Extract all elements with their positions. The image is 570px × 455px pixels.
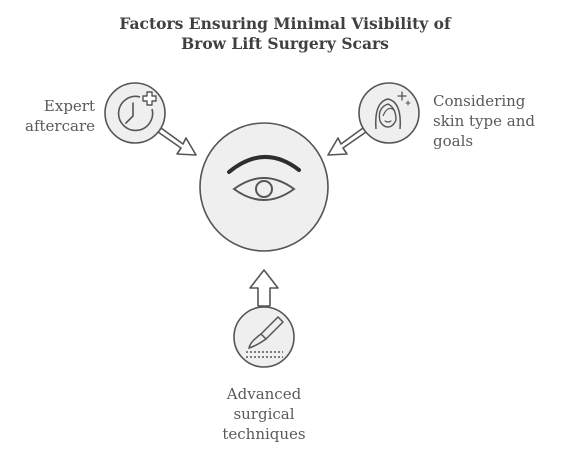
factor-skin-line-3: goals	[433, 132, 473, 150]
arrow-surgical-to-center	[249, 269, 279, 307]
factor-surgical: Advanced surgical techniques	[222, 306, 306, 443]
factor-surgical-line-3: techniques	[222, 425, 305, 443]
factor-aftercare-line-2: aftercare	[25, 117, 95, 135]
factor-surgical-line-1: Advanced	[226, 385, 302, 403]
factor-skin-type: Considering skin type and goals	[358, 82, 535, 150]
factor-skin-line-2: skin type and	[433, 112, 535, 130]
center-node	[199, 122, 329, 252]
face-sparkle-icon	[375, 91, 411, 130]
clock-plus-icon	[117, 91, 157, 132]
eye-with-brow-icon	[227, 155, 301, 201]
factor-surgical-line-2: surgical	[233, 405, 294, 423]
factor-aftercare: Expert aftercare	[25, 82, 166, 144]
scalpel-icon	[246, 316, 284, 358]
factor-aftercare-line-1: Expert	[44, 97, 95, 115]
arrow-aftercare-to-center	[157, 127, 197, 156]
factor-skin-line-1: Considering	[433, 92, 526, 110]
diagram-title-line-2: Brow Lift Surgery Scars	[181, 34, 389, 53]
arrow-skin-to-center	[327, 127, 367, 156]
diagram-title-line-1: Factors Ensuring Minimal Visibility of	[119, 14, 452, 33]
